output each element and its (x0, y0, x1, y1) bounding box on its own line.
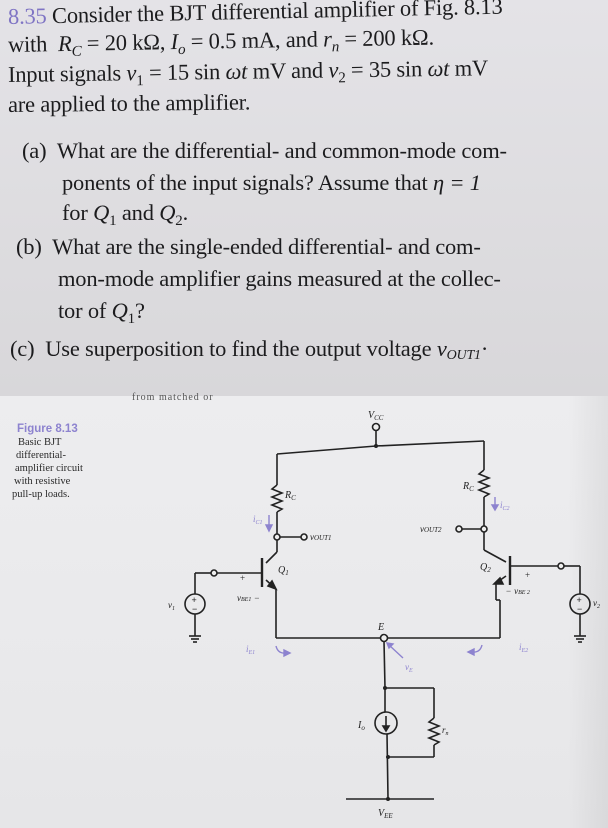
part-a-line-2: ponents of the input signals? Assume tha… (62, 170, 481, 196)
caption-line-5: pull-up loads. (12, 489, 70, 500)
q1-subscript: 1 (127, 311, 136, 327)
e-node (379, 633, 389, 643)
part-b-line-2: mon-mode amplifier gains measured at the… (58, 266, 501, 291)
ve-label: vE (405, 662, 413, 674)
part-a-text-2: ponents of the input signals? Assume tha… (62, 170, 428, 195)
vee-label: VEE (378, 808, 393, 820)
q2-label: Q2 (480, 562, 491, 574)
svg-text:+: + (577, 595, 582, 605)
v1-label: v1 (168, 600, 175, 612)
vout1-terminal (300, 533, 308, 541)
rc-right-label: RC (462, 481, 474, 493)
vbe2-label: −vBE 2 (506, 586, 530, 596)
ie2-label: iE2 (519, 642, 528, 654)
rc-left-label: RC (284, 490, 296, 502)
part-c-line: (c) Use superposition to find the output… (10, 336, 488, 364)
q2-subscript: 2 (175, 213, 183, 229)
svg-text:−: − (192, 604, 197, 614)
part-a-text-1: What are the differential- and common-mo… (56, 138, 507, 163)
part-b-line-3: tor of Q1? (58, 298, 145, 328)
figure-page-region (0, 396, 608, 828)
part-c-label: (c) (10, 336, 35, 361)
vout1-subscript: OUT1 (446, 348, 481, 363)
ic1-label: iC1 (253, 514, 263, 526)
rc-left-resistor (269, 484, 285, 513)
q1-label: Q1 (278, 565, 289, 577)
ic2-label: iC2 (500, 500, 510, 512)
period: . (182, 200, 189, 225)
q2-symbol: Q (159, 200, 176, 225)
figure-title: Figure 8.13 (17, 423, 78, 435)
part-a-text-3: for (62, 200, 88, 225)
problem-page-region (0, 0, 608, 396)
and-text: and (121, 200, 154, 225)
part-b-label: (b) (16, 234, 42, 259)
io-label: Io (357, 720, 365, 732)
svg-text:+: + (192, 595, 197, 605)
page-fragment-text: from matched or (132, 392, 214, 403)
caption-line-1: Basic BJT (18, 437, 62, 448)
vbe1-label: vBE1− (237, 593, 259, 603)
e-node-label: E (377, 622, 384, 633)
svg-text:−: − (577, 604, 582, 614)
part-b-text-3: tor of (58, 298, 107, 323)
caption-line-4: with resistive (14, 476, 71, 487)
io-current-source (374, 711, 398, 735)
vout1-symbol: v (436, 336, 447, 361)
part-a-line-1: (a) What are the differential- and commo… (22, 138, 507, 164)
caption-line-3: amplifier circuit (15, 463, 83, 474)
caption-line-2: differential- (16, 450, 66, 461)
vbe1-plus: + (240, 573, 245, 583)
part-b-line-1: (b) What are the single-ended differenti… (16, 234, 481, 260)
rc-right-resistor (476, 469, 492, 498)
q1-symbol: Q (93, 200, 110, 225)
rn-label: rn (442, 725, 449, 737)
vbe2-plus: + (525, 570, 530, 580)
vout1-label: vOUT1 (310, 532, 332, 542)
question-mark: ? (134, 298, 145, 323)
dot: · (480, 336, 489, 361)
part-a-label: (a) (22, 138, 47, 163)
q1-subscript: 1 (109, 213, 117, 229)
rn-resistor (426, 717, 442, 746)
ie1-label: iE1 (246, 644, 255, 656)
v2-label: v2 (593, 598, 600, 610)
vcc-label: VCC (368, 410, 384, 422)
part-a-line-3: for Q1 and Q2. (62, 200, 188, 230)
vcc-terminal (371, 422, 381, 432)
part-b-text-1: What are the single-ended differential- … (52, 234, 481, 259)
vout2-terminal (455, 525, 463, 533)
q1-symbol: Q (111, 298, 128, 323)
part-c-text: Use superposition to find the output vol… (45, 336, 432, 361)
eta-equation: η = 1 (432, 170, 481, 195)
vout2-label: vOUT2 (420, 524, 442, 534)
